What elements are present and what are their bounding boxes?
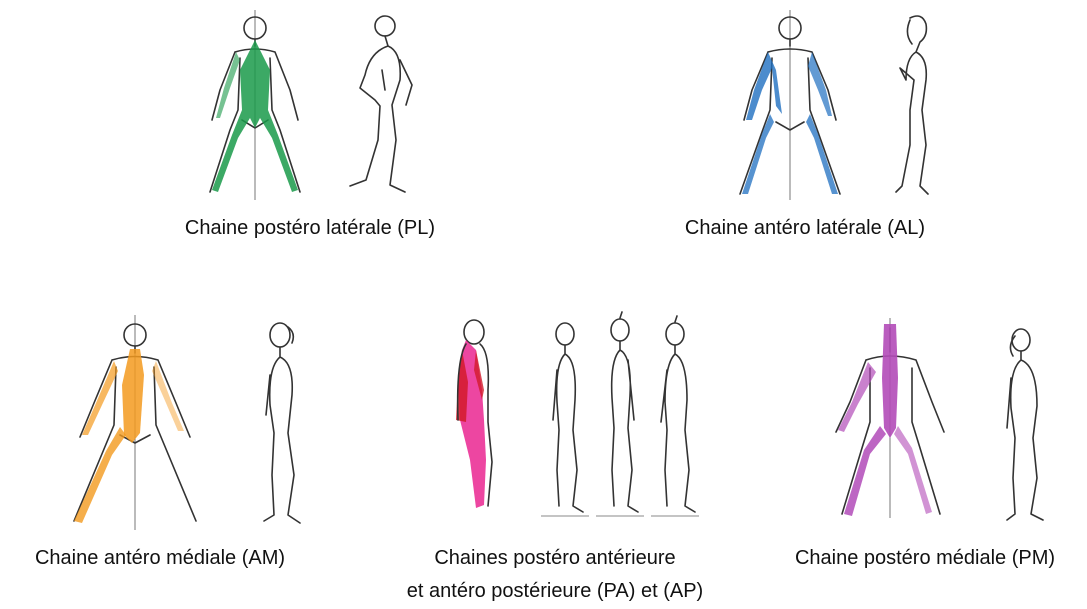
pm-chain-back-figure-icon bbox=[820, 318, 970, 528]
panel-al bbox=[690, 10, 990, 210]
am-chain-front-figure-icon bbox=[60, 315, 210, 530]
panel-pm bbox=[820, 318, 1080, 533]
panel-pa-ap bbox=[440, 310, 710, 530]
panel-pl bbox=[160, 10, 460, 210]
caption-pa-ap-line2: et antéro postérieure (PA) et (AP) bbox=[380, 578, 730, 604]
am-side-figure-icon bbox=[240, 315, 320, 530]
pl-side-figure-icon bbox=[330, 10, 440, 200]
caption-pa-ap-line1: Chaines postéro antérieure bbox=[390, 545, 720, 571]
pm-side-figure-icon bbox=[985, 318, 1065, 528]
al-chain-front-figure-icon bbox=[710, 10, 860, 200]
caption-al: Chaine antéro latérale (AL) bbox=[655, 215, 955, 241]
pa-chain-profile-figure-icon bbox=[440, 310, 500, 525]
caption-am: Chaine antéro médiale (AM) bbox=[10, 545, 310, 571]
al-side-figure-icon bbox=[870, 10, 960, 200]
pl-chain-front-figure-icon bbox=[180, 10, 330, 200]
caption-pl: Chaine postéro latérale (PL) bbox=[150, 215, 470, 241]
pa-side-figure-3-icon bbox=[645, 310, 705, 525]
pa-side-figure-1-icon bbox=[535, 310, 595, 525]
caption-pm: Chaine postéro médiale (PM) bbox=[770, 545, 1080, 571]
pa-side-figure-2-icon bbox=[590, 310, 650, 525]
panel-am bbox=[60, 315, 320, 535]
